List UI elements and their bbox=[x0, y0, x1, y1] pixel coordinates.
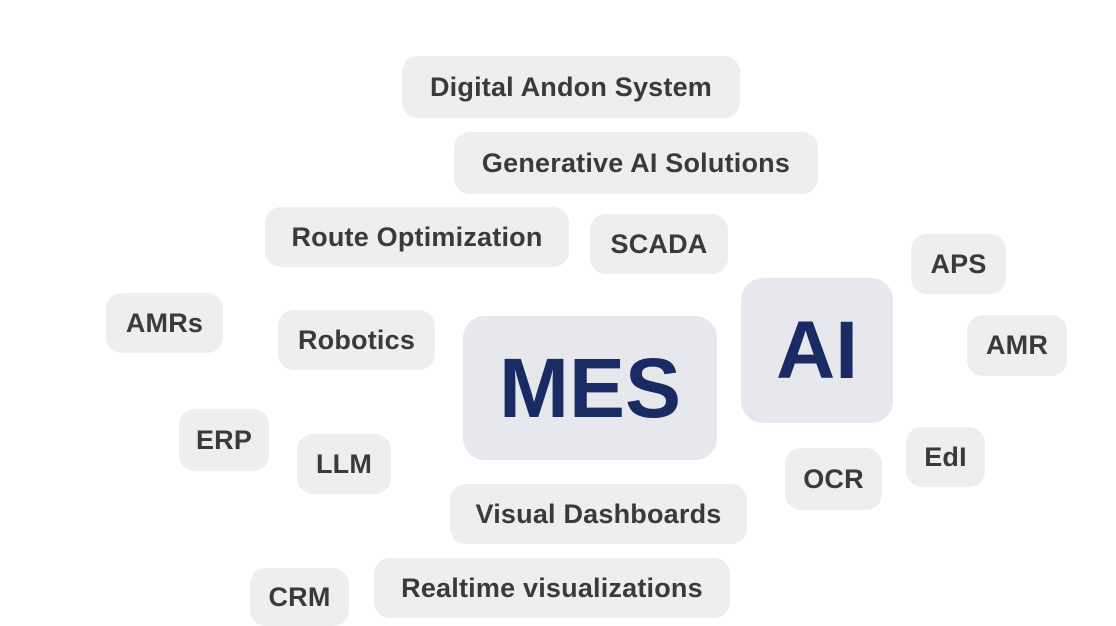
tag-edi: EdI bbox=[906, 427, 985, 487]
tag-ocr: OCR bbox=[785, 448, 882, 510]
tag-aps: APS bbox=[911, 234, 1006, 294]
tag-amr: AMR bbox=[967, 315, 1067, 376]
tag-route-optimization: Route Optimization bbox=[265, 207, 569, 267]
tag-robotics: Robotics bbox=[278, 310, 435, 370]
tag-scada: SCADA bbox=[590, 214, 728, 274]
tag-realtime-visualizations: Realtime visualizations bbox=[374, 558, 730, 618]
tag-ai: AI bbox=[741, 278, 893, 423]
tag-digital-andon-system: Digital Andon System bbox=[402, 56, 740, 118]
tag-amrs: AMRs bbox=[106, 293, 223, 353]
tag-llm: LLM bbox=[297, 434, 391, 494]
tag-mes: MES bbox=[463, 316, 717, 460]
tag-visual-dashboards: Visual Dashboards bbox=[450, 484, 747, 544]
tag-erp: ERP bbox=[179, 409, 269, 471]
tag-generative-ai-solutions: Generative AI Solutions bbox=[454, 132, 818, 194]
tag-crm: CRM bbox=[250, 568, 349, 626]
